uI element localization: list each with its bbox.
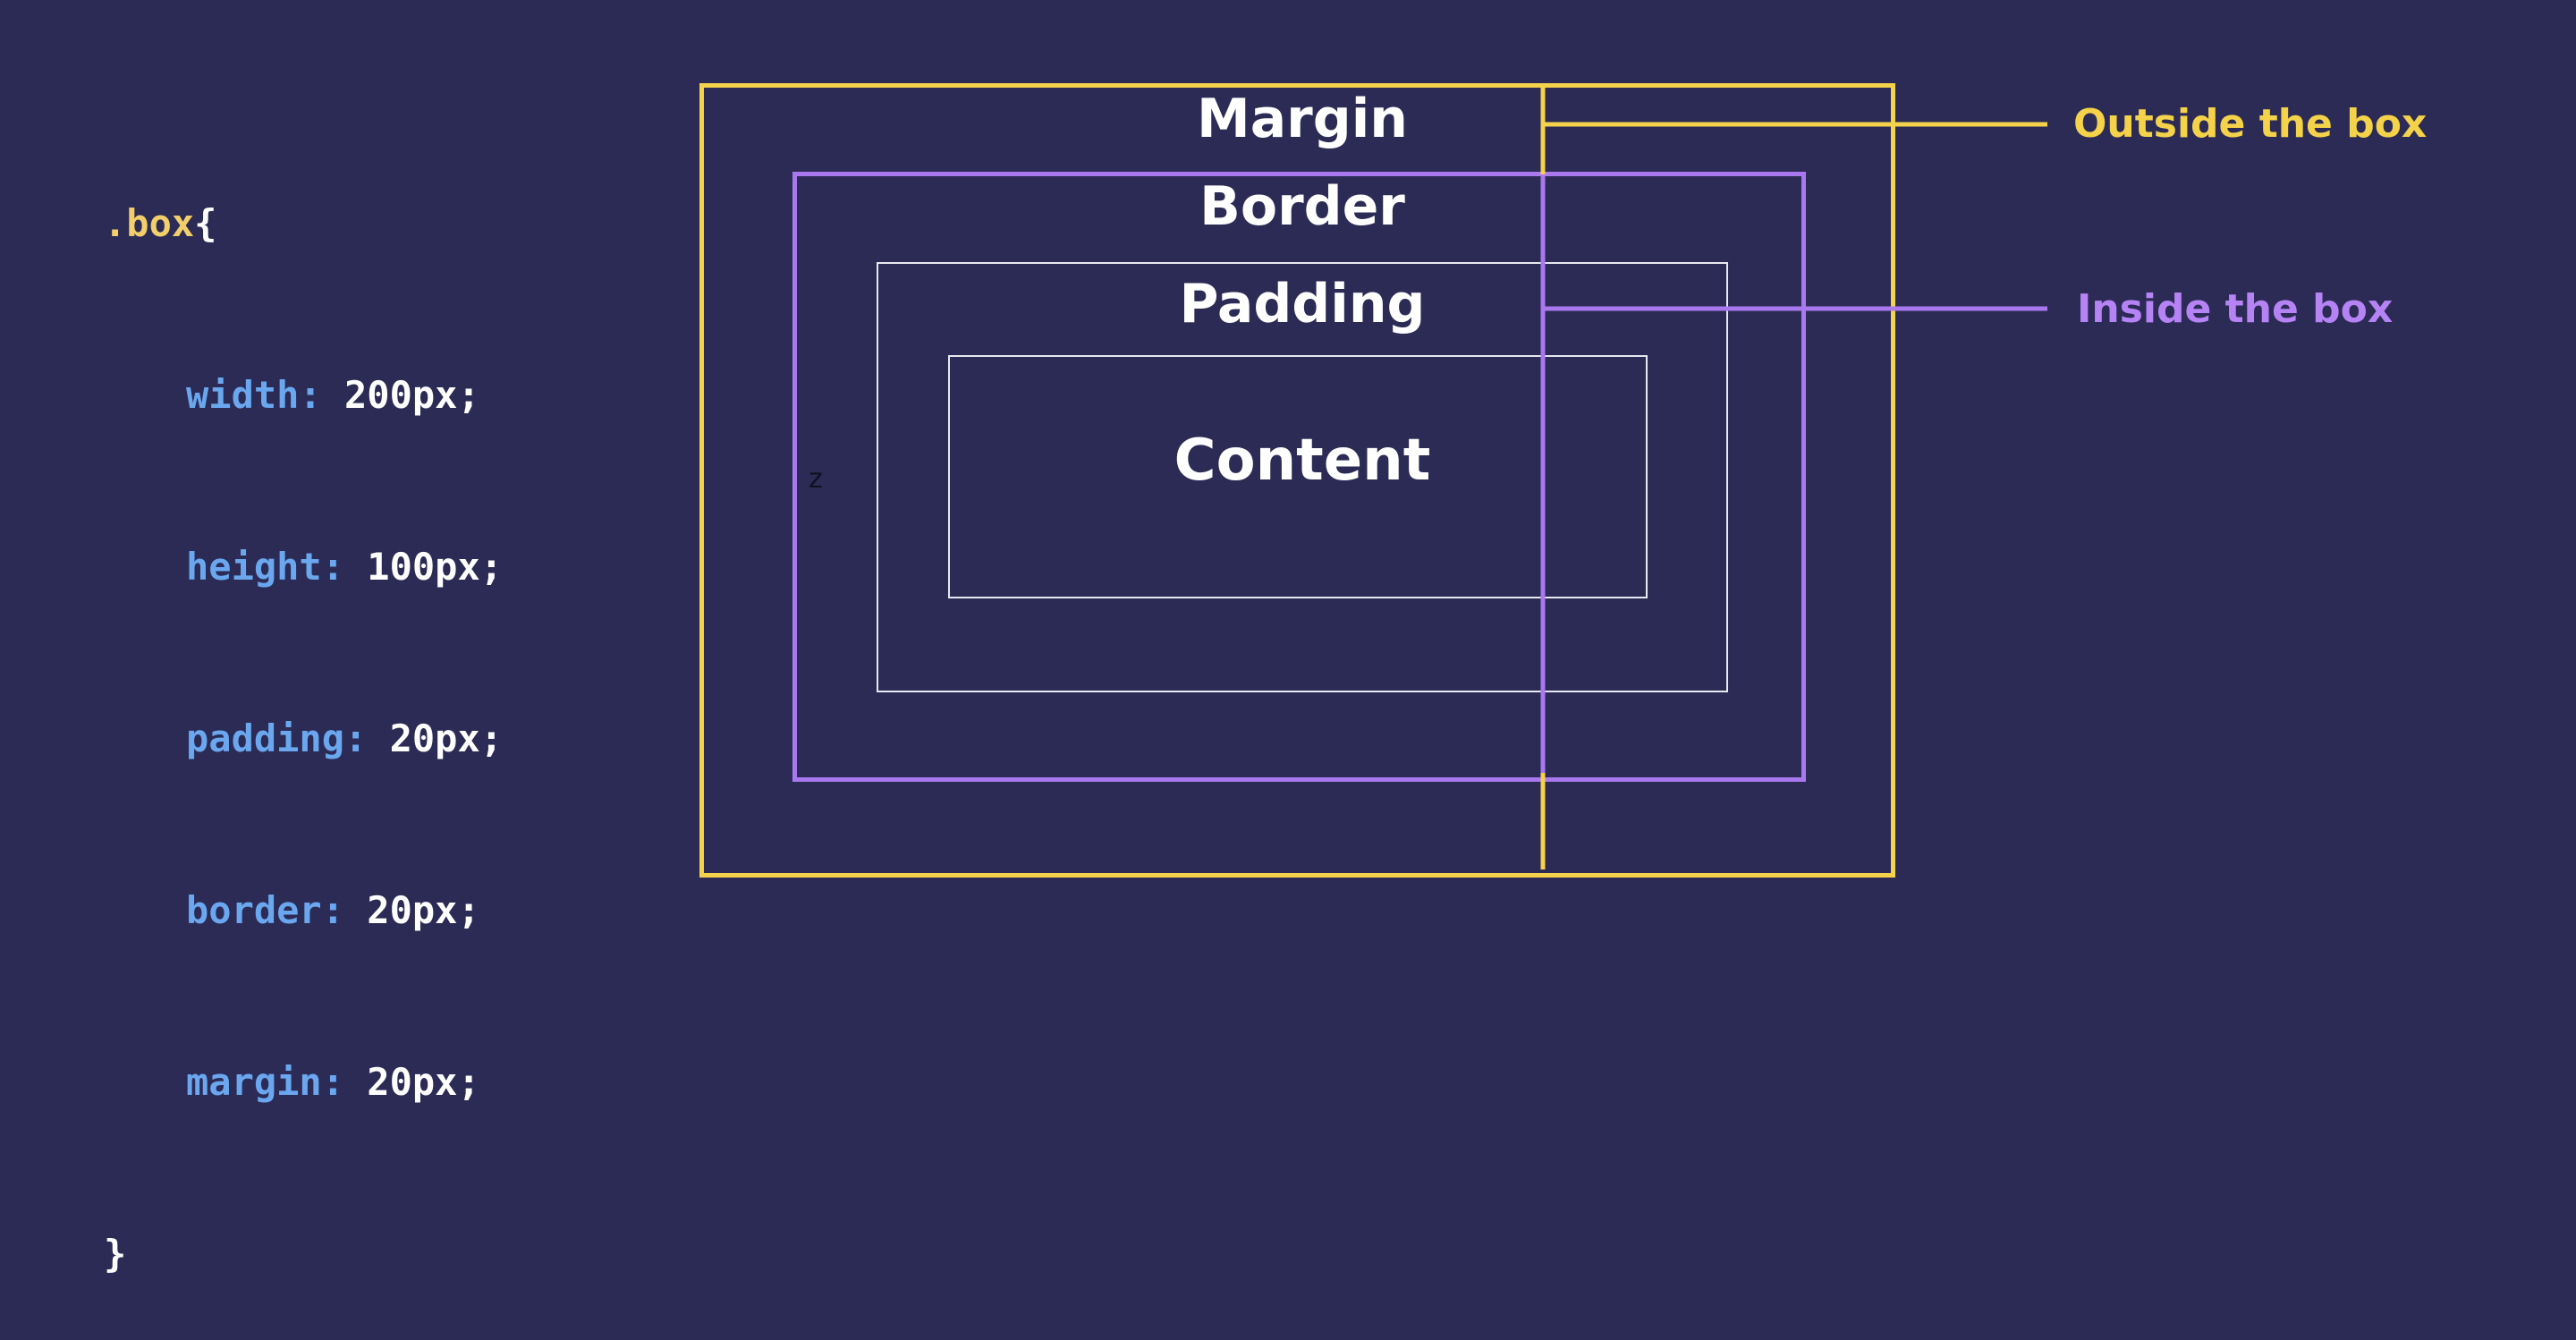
stray-character: z (809, 463, 823, 495)
code-line-padding: padding: 20px; (104, 710, 503, 768)
css-value: 100px; (344, 545, 504, 589)
css-value: 20px; (344, 1060, 480, 1104)
padding-label: Padding (1179, 273, 1426, 335)
margin-label: Margin (1196, 88, 1408, 150)
code-line-margin: margin: 20px; (104, 1054, 503, 1111)
code-line-height: height: 100px; (104, 539, 503, 596)
css-property: padding: (186, 717, 368, 760)
close-brace: } (104, 1232, 127, 1276)
border-label: Border (1199, 175, 1405, 238)
code-line-selector: .box{ (104, 195, 503, 252)
content-label: Content (1174, 428, 1431, 494)
inside-the-box-label: Inside the box (2077, 286, 2394, 332)
css-property: width: (186, 373, 322, 417)
css-value: 20px; (344, 888, 480, 932)
padding-box (877, 262, 1728, 692)
css-selector: .box (104, 201, 195, 245)
content-box (948, 355, 1648, 598)
css-property: height: (186, 545, 345, 589)
code-line-close: } (104, 1226, 503, 1283)
margin-box (699, 83, 1895, 878)
border-box (792, 172, 1806, 782)
connector-lines (1540, 86, 2047, 869)
css-property: margin: (186, 1060, 345, 1104)
code-line-width: width: 200px; (104, 367, 503, 424)
code-line-border: border: 20px; (104, 882, 503, 939)
css-value: 200px; (321, 373, 480, 417)
outside-the-box-label: Outside the box (2073, 101, 2428, 147)
css-property: border: (186, 888, 345, 932)
open-brace: { (194, 201, 217, 245)
css-value: 20px; (367, 717, 504, 760)
